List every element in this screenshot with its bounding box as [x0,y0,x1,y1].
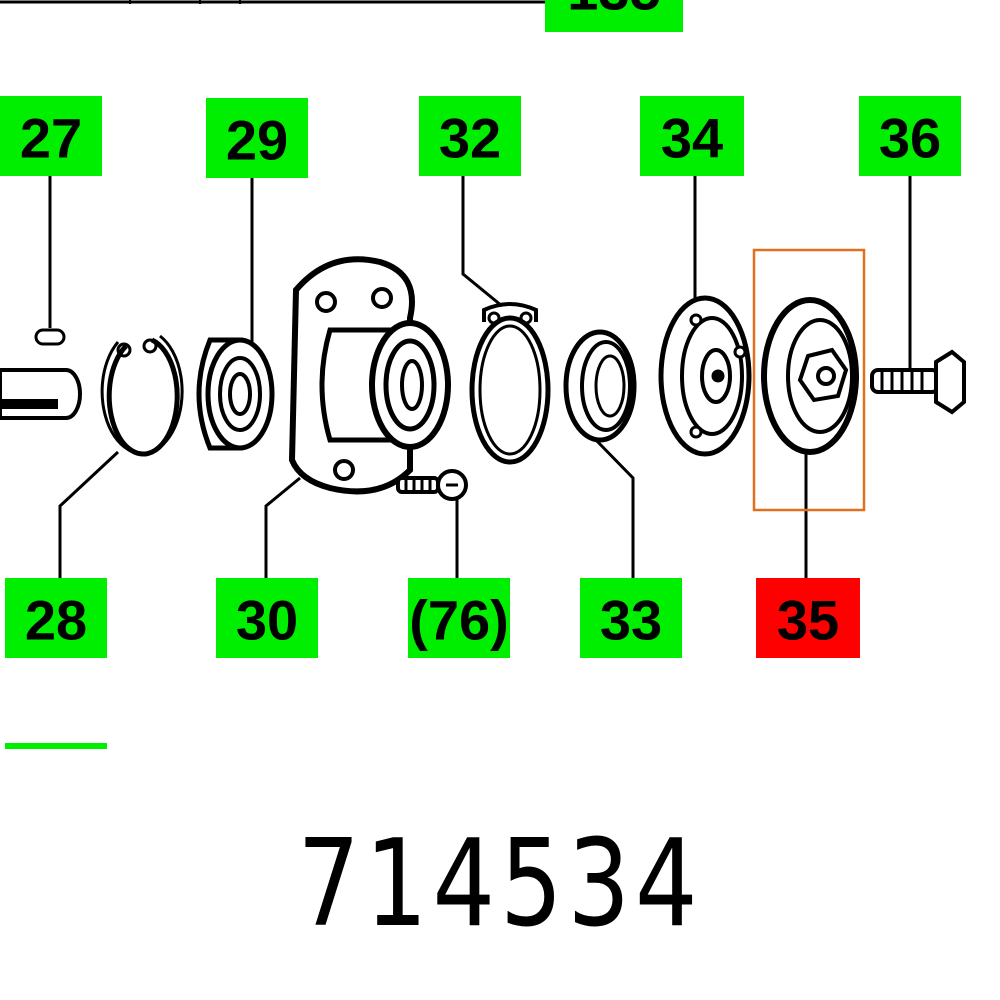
callout-bg-selected [756,578,860,658]
part-76-screw[interactable] [396,469,468,501]
callout-bg [206,98,308,178]
callout-label: 29 [226,109,288,172]
callout-bg [859,96,961,176]
callout-33[interactable]: 33 [580,578,682,658]
part-32-retaining-ring[interactable] [469,302,551,465]
callout-label: 33 [600,589,662,652]
callout-bg [640,96,744,176]
part-28-circlip[interactable] [100,334,184,457]
selected-part-frame [752,248,866,512]
callout-34[interactable]: 34 [640,96,744,176]
part-35-nut-cap[interactable] [761,297,859,455]
green-accent-bar [5,743,107,749]
callout-label: 135 [567,0,660,22]
callout-bg [5,578,107,658]
callout-label: 28 [25,589,87,652]
part-36-bolt[interactable] [870,349,966,415]
leader-lines [48,176,912,578]
callout-135[interactable]: 135 [545,0,683,32]
callout-label: 30 [236,589,298,652]
part-number: 714534 [297,815,703,954]
callout-label: 32 [439,107,501,170]
callout-32[interactable]: 32 [419,96,521,176]
callout-bg [0,96,102,176]
part-27-shaft[interactable] [0,328,82,420]
part-30-housing[interactable] [288,256,451,495]
callout-label: 36 [879,107,941,170]
callout-28[interactable]: 28 [5,578,107,658]
part-29-bearing[interactable] [196,337,275,451]
callout-bg [216,578,318,658]
callout-76[interactable]: (76) [408,578,510,658]
callout-bg [545,0,683,32]
callout-bg [408,578,510,658]
callout-35-selected[interactable]: 35 [756,578,860,658]
callout-30[interactable]: 30 [216,578,318,658]
callout-bg [580,578,682,658]
callout-bg [419,96,521,176]
callout-29[interactable]: 29 [206,98,308,178]
callout-27[interactable]: 27 [0,96,102,176]
callout-label: 27 [20,107,82,170]
callout-label: (76) [409,589,509,652]
callout-label: 34 [661,107,723,170]
part-34-flange[interactable] [658,295,752,457]
callout-label: 35 [777,589,839,652]
callout-36[interactable]: 36 [859,96,961,176]
part-33-seal[interactable] [563,329,637,443]
